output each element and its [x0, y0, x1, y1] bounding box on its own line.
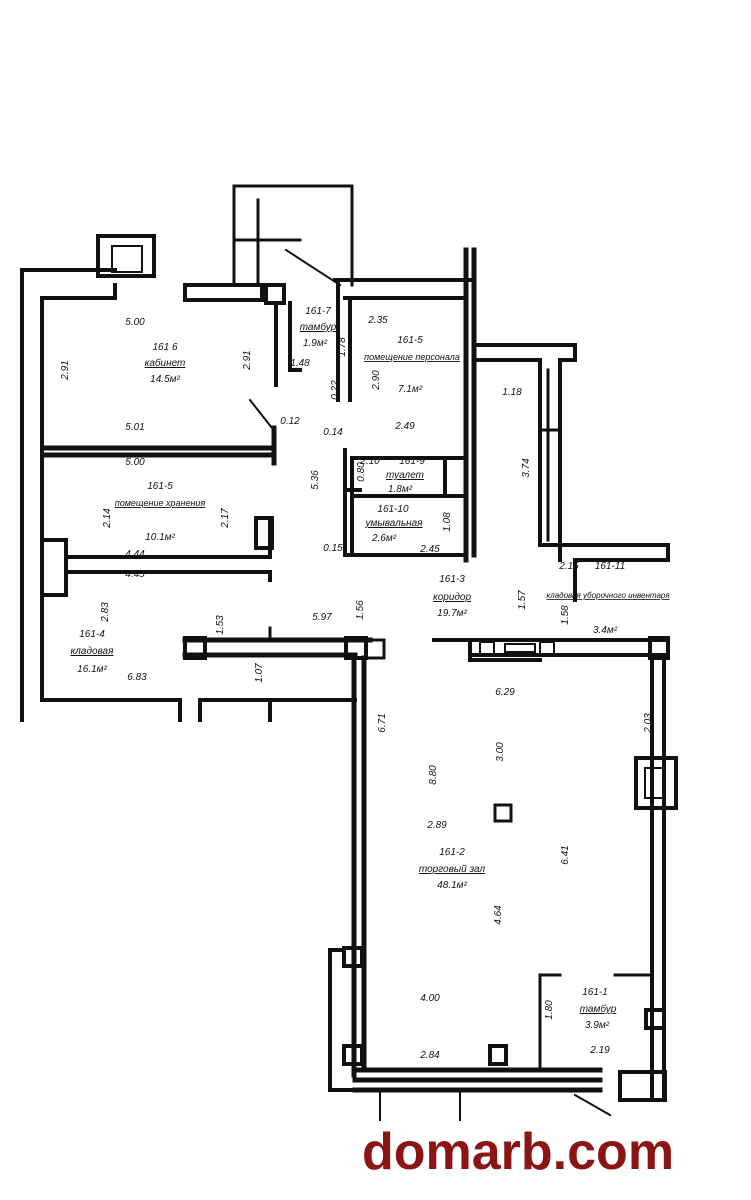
walls	[20, 184, 678, 1121]
watermark: domarb.com	[362, 1123, 675, 1181]
room-name: кладовая	[71, 646, 115, 657]
dimension-label: 4.00	[420, 993, 440, 1004]
dimension-label: 2.84	[419, 1050, 440, 1061]
dimension-label: 5.00	[125, 457, 145, 468]
dimension-label: 8.80	[428, 765, 439, 785]
room-161-5-staff-label: 161-5 помещение персонала 7.1м²	[364, 335, 460, 395]
dimension-label: 4.64	[493, 905, 504, 925]
room-id: 161-7	[305, 306, 331, 317]
room-161-3-label: 161-3 коридор 19.7м²	[433, 574, 471, 619]
dimension-label: 1.18	[502, 387, 522, 398]
room-name: тамбур	[580, 1003, 617, 1015]
room-name: помещение хранения	[115, 498, 206, 508]
dimension-label: 1.08	[442, 512, 453, 532]
room-id: 161-5	[147, 481, 173, 492]
dimension-label: 6.41	[560, 845, 571, 864]
room-id: 161-5	[397, 335, 423, 346]
room-161-2-label: 161-2 торговый зал 48.1м²	[419, 847, 486, 891]
room-area: 2.6м²	[371, 533, 397, 544]
dimension-label: 0.80	[356, 462, 367, 482]
dimension-label: 2.03	[643, 713, 654, 734]
room-area: 1.8м²	[388, 484, 413, 495]
dimension-label: 1.57	[517, 590, 528, 610]
dimension-label: 1.53	[215, 615, 226, 635]
room-id: 161-1	[582, 987, 608, 998]
room-name: коридор	[433, 592, 471, 603]
room-area: 3.4м²	[593, 625, 618, 636]
dimension-label: 0.12	[280, 416, 300, 427]
room-161-4-label: 161-4 кладовая 16.1м²	[71, 629, 115, 675]
dimension-label: 1.07	[254, 663, 265, 683]
room-id: 161 6	[152, 342, 177, 353]
dimensions: 5.00 2.91 2.91 5.01 0.12 5.00 2.14 2.17 …	[60, 315, 654, 1061]
room-id: 161-3	[439, 574, 465, 585]
room-labels: 161 6 кабинет 14.5м² 161-7 тамбур 1.9м² …	[71, 306, 671, 1031]
room-161-6-label: 161 6 кабинет 14.5м²	[145, 342, 186, 385]
dimension-label: 2.10	[359, 456, 380, 467]
room-area: 7.1м²	[398, 384, 423, 395]
dimension-label: 0.22	[330, 380, 341, 400]
dimension-label: 0.14	[323, 427, 343, 438]
dimension-label: 2.45	[419, 544, 440, 555]
dimension-label: 3.00	[495, 742, 506, 762]
dimension-label: 2.14	[102, 508, 113, 529]
room-name: туалет	[386, 470, 424, 481]
room-161-5-storage-label: 161-5 помещение хранения 10.1м²	[115, 481, 206, 543]
dimension-label: 1.80	[544, 1000, 555, 1020]
room-name: торговый зал	[419, 864, 486, 875]
room-name: умывальная	[365, 518, 424, 529]
dimension-label: 5.00	[125, 317, 145, 328]
dimension-label: 2.83	[100, 602, 111, 623]
dimension-label: 2.17	[220, 508, 231, 529]
dimension-label: 5.36	[310, 470, 321, 490]
dimension-label: 2.49	[394, 421, 415, 432]
room-name: помещение персонала	[364, 352, 460, 362]
room-area: 10.1м²	[145, 532, 175, 543]
room-name: кабинет	[145, 357, 186, 369]
room-id: 161-4	[79, 629, 105, 640]
dimension-label: 1.56	[355, 600, 366, 620]
dimension-label: 0.15	[323, 543, 343, 554]
dimension-label: 6.29	[495, 687, 515, 698]
dimension-label: 2.91	[242, 350, 253, 370]
dimension-label: 6.83	[127, 672, 147, 683]
room-id: 161-11	[595, 561, 625, 572]
dimension-label: 1.48	[290, 358, 310, 369]
room-id: 161-2	[439, 847, 465, 858]
room-161-11-label: 161-11 кладовая уборочного инвентаря 3.4…	[546, 561, 670, 636]
room-area: 48.1м²	[437, 880, 467, 891]
dimension-label: 2.35	[367, 315, 388, 326]
dimension-label: 3.74	[521, 458, 532, 478]
dimension-label: 2.90	[371, 370, 382, 391]
dimension-label: 6.71	[377, 713, 388, 732]
room-area: 1.9м²	[303, 338, 328, 349]
room-area: 16.1м²	[77, 664, 107, 675]
dimension-label: 4.45	[125, 569, 145, 580]
dimension-label: 2.89	[426, 820, 447, 831]
room-name: кладовая уборочного инвентаря	[546, 591, 670, 600]
dimension-label: 1.58	[560, 605, 571, 625]
room-161-1-label: 161-1 тамбур 3.9м²	[580, 987, 617, 1031]
room-161-9-label: 161-9 туалет 1.8м²	[386, 456, 425, 495]
room-area: 19.7м²	[437, 608, 467, 619]
dimension-label: 5.01	[125, 422, 144, 433]
room-id: 161-9	[399, 456, 425, 467]
dimension-label: 2.91	[60, 360, 71, 380]
room-area: 3.9м²	[585, 1020, 610, 1031]
dimension-label: 1.78	[337, 337, 348, 357]
room-id: 161-10	[377, 504, 409, 515]
room-161-7-label: 161-7 тамбур 1.9м²	[300, 306, 337, 349]
dimension-label: 2.15	[558, 561, 579, 572]
dimension-label: 2.19	[589, 1045, 610, 1056]
room-161-10-label: 161-10 умывальная 2.6м²	[365, 504, 424, 544]
dimension-label: 4.44	[125, 549, 145, 560]
room-name: тамбур	[300, 321, 337, 333]
room-area: 14.5м²	[150, 374, 180, 385]
dimension-label: 5.97	[312, 612, 332, 623]
